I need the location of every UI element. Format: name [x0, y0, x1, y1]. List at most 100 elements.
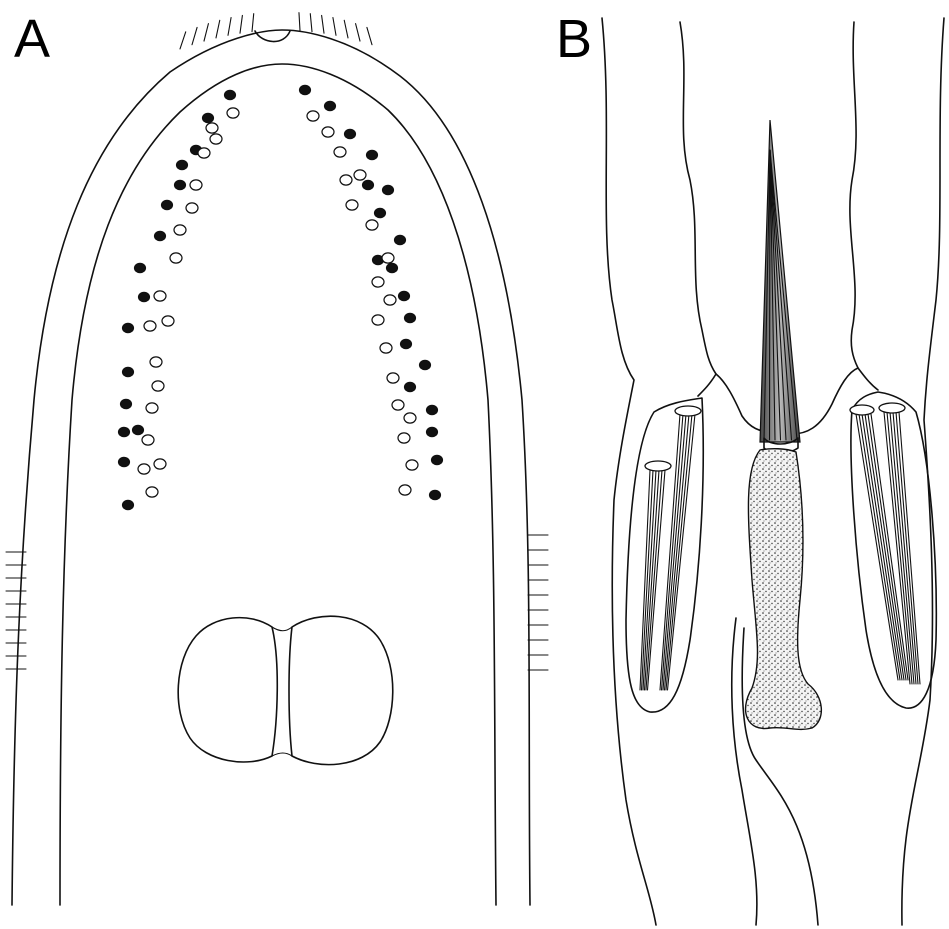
onchiostyle-right [849, 391, 938, 709]
pigment-granule-open [145, 402, 159, 414]
pigment-granule-open [339, 174, 353, 186]
needle-fiber [889, 411, 915, 685]
pigment-granule-filled [223, 89, 237, 101]
cephalic-seta [321, 14, 325, 34]
needle-fiber [864, 413, 905, 681]
pigment-granule-filled [425, 426, 439, 438]
pigment-granule-filled [343, 128, 357, 140]
pigment-granules [117, 84, 444, 511]
pigment-granule-filled [131, 424, 145, 436]
pigment-granule-open [161, 315, 175, 327]
pigment-granule-open [397, 432, 411, 444]
pharynx-wall-left [679, 21, 717, 375]
buccal-connector-right [791, 367, 859, 435]
cephalic-seta [191, 26, 198, 46]
needle-fiber [883, 411, 911, 685]
needle-fiber [646, 469, 666, 691]
needle-fiber [858, 413, 901, 681]
pigment-granule-open [345, 199, 359, 211]
pigment-granule-filled [385, 262, 399, 274]
pigment-granule-open [371, 314, 385, 326]
double-lobed-organ [177, 615, 394, 766]
pigment-granule-filled [121, 366, 135, 378]
pigment-granule-filled [418, 359, 432, 371]
pigment-granule-filled [121, 322, 135, 334]
intestine-line-b [741, 627, 819, 926]
pigment-granule-open [205, 122, 219, 134]
pigment-granule-filled [160, 199, 174, 211]
pigment-granule-filled [403, 381, 417, 393]
needle-fiber [867, 413, 907, 681]
pigment-granule-filled [381, 184, 395, 196]
cephalic-seta [332, 17, 337, 36]
cephalic-seta [239, 14, 243, 34]
needle-fiber [642, 469, 657, 691]
pigment-granule-open [149, 356, 163, 368]
stylet-fiber [769, 149, 782, 441]
needle-fiber [666, 413, 696, 691]
pigment-granule-filled [173, 179, 187, 191]
pigment-granule-open [386, 372, 400, 384]
needle-fiber [645, 469, 663, 691]
pigment-granule-open [169, 252, 183, 264]
stylet [759, 119, 801, 454]
needle-fiber [898, 411, 921, 685]
stylet-fiber [769, 149, 776, 441]
needle-fiber [639, 469, 651, 691]
pigment-granule-open [143, 320, 157, 332]
needle-fiber [892, 411, 917, 685]
needle-fiber [886, 411, 913, 685]
pigment-granule-filled [121, 499, 135, 511]
cephalic-setae [179, 12, 373, 50]
cephalic-seta [366, 26, 373, 46]
onchiostyle-left [625, 397, 705, 713]
pigment-granule-open [209, 133, 223, 145]
lateral-setae-left [5, 551, 27, 670]
cephalic-seta [215, 19, 221, 39]
pharynx-wall-right [849, 21, 859, 369]
pigment-granule-open [391, 399, 405, 411]
pigment-granule-filled [119, 398, 133, 410]
lateral-setae-right [527, 534, 549, 671]
pigment-granule-open [153, 458, 167, 470]
stylet-shaft [744, 447, 822, 731]
stylet-fiber [763, 149, 771, 441]
pigment-granule-filled [403, 312, 417, 324]
pigment-granule-filled [373, 207, 387, 219]
pigment-granule-open [189, 179, 203, 191]
pigment-granule-filled [397, 290, 411, 302]
pigment-granule-open [151, 380, 165, 392]
pigment-granule-open [153, 290, 167, 302]
needle-fiber [870, 413, 909, 681]
needle-fiber [861, 413, 903, 681]
cephalic-seta [355, 23, 361, 42]
pigment-granule-open [398, 484, 412, 496]
panel-b-drawing [601, 17, 945, 926]
pigment-granule-filled [133, 262, 147, 274]
pigment-granule-filled [117, 426, 131, 438]
panel-label-b: B [556, 9, 593, 69]
pigment-granule-open [226, 107, 240, 119]
pigment-granule-open [145, 486, 159, 498]
cephalic-seta [343, 19, 349, 39]
needle-fiber [855, 413, 899, 681]
pigment-granule-filled [323, 100, 337, 112]
pigment-granule-open [353, 169, 367, 181]
pigment-granule-open [141, 434, 155, 446]
cephalic-seta [179, 31, 187, 50]
cephalic-seta [309, 13, 313, 33]
stylet-fiber [769, 149, 793, 441]
cephalic-seta [298, 12, 301, 32]
pigment-granule-open [403, 412, 417, 424]
intestine-line-a [730, 617, 758, 926]
needle-fiber [659, 413, 681, 691]
cephalic-seta [203, 23, 209, 42]
body-wall-left [601, 17, 657, 926]
pigment-granule-filled [425, 404, 439, 416]
pigment-granule-open [137, 463, 151, 475]
pigment-granule-filled [117, 456, 131, 468]
needle-fiber [660, 413, 684, 691]
stylet-fiber [769, 149, 787, 441]
pigment-granule-open [185, 202, 199, 214]
pigment-granule-open [381, 252, 395, 264]
